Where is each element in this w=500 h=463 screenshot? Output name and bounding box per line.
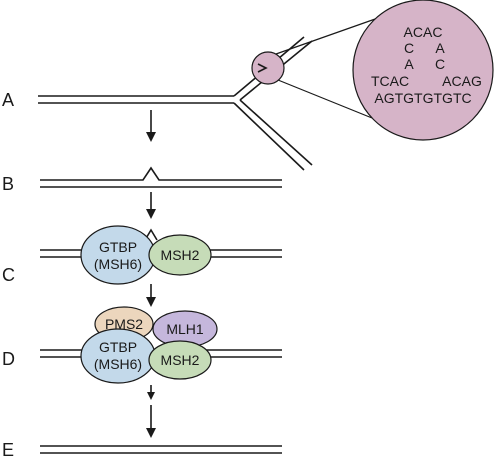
zoom-connector-bottom (277, 79, 373, 119)
dna-top-strand-b (40, 166, 282, 181)
seq-line-2-right: A (435, 40, 445, 56)
row-label-d: D (2, 349, 15, 369)
zoom-connector-top (275, 17, 379, 55)
pms2-label: PMS2 (105, 316, 143, 332)
gtbp-msh6-protein (80, 225, 156, 285)
seq-line-4-right: ACAG (442, 73, 482, 89)
mlh1-label: MLH1 (166, 321, 204, 337)
arrow-a-to-b (146, 110, 156, 142)
msh2-protein (148, 234, 212, 276)
seq-line-4-left: TCAC (371, 73, 409, 89)
gtbp-label: GTBP (99, 339, 137, 355)
row-c: C GTBP (MSH6) MSH2 (2, 225, 282, 285)
row-label-b: B (2, 174, 14, 194)
seq-line-1: ACAC (404, 24, 443, 40)
seq-line-5: AGTGTGTGTC (374, 90, 471, 106)
seq-line-2-left: C (404, 40, 414, 56)
arrow-d-to-e (146, 385, 156, 438)
msh2-label: MSH2 (161, 352, 200, 368)
fork-lower-arm-outer (233, 102, 305, 171)
seq-line-3-left: A (404, 56, 414, 72)
msh6-label: (MSH6) (94, 256, 142, 272)
msh2-protein (148, 340, 212, 380)
seq-line-3-right: C (435, 56, 445, 72)
row-label-e: E (2, 440, 14, 460)
sequence-zoom-circle (352, 0, 494, 141)
msh6-label: (MSH6) (94, 356, 142, 372)
row-e: E (2, 440, 282, 460)
slippage-loop-highlight (251, 51, 285, 85)
arrow-c-to-d (146, 284, 156, 307)
slippage-loop (257, 63, 268, 73)
fork-lower-arm-inner (239, 99, 313, 166)
row-a: A ACAC C A A C TCAC ACAG AGTGTGTGTC (2, 0, 494, 171)
row-d: D PMS2 MLH1 GTBP (MSH6) MSH2 (2, 306, 282, 384)
gtbp-label: GTBP (99, 239, 137, 255)
arrow-b-to-c (146, 192, 156, 219)
row-b: B (2, 166, 282, 194)
row-label-c: C (2, 265, 15, 285)
row-label-a: A (2, 90, 14, 110)
msh2-label: MSH2 (161, 247, 200, 263)
